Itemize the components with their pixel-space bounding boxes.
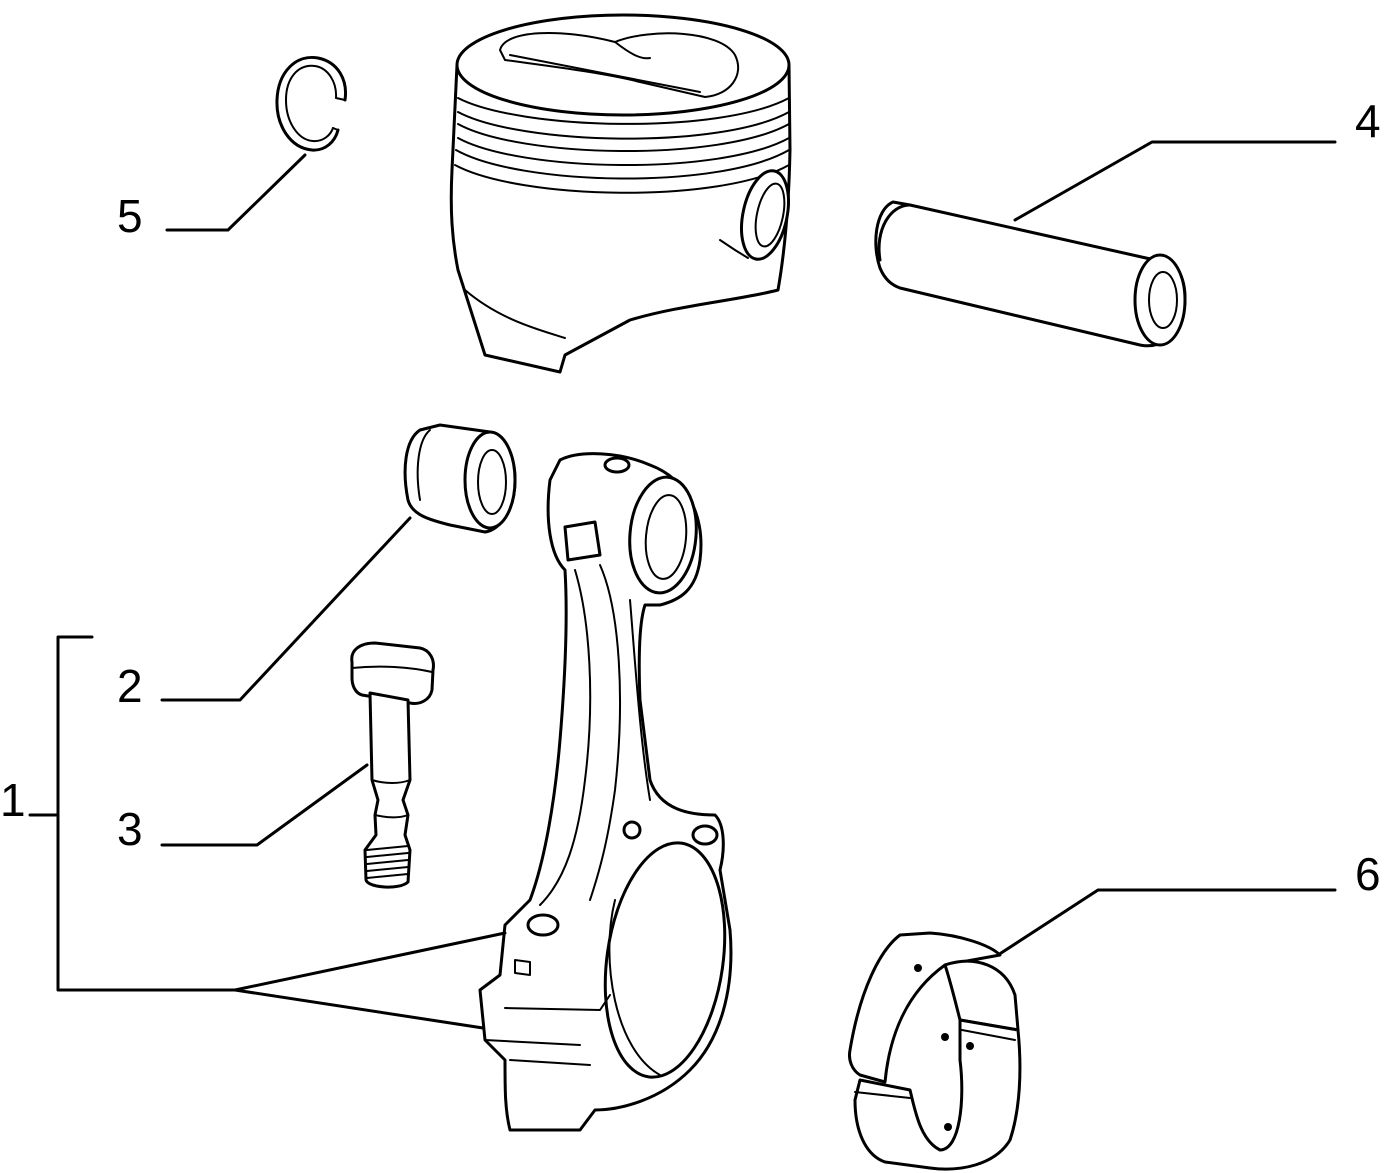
callout-6: 6 [1355, 848, 1381, 900]
callout-3: 3 [117, 803, 143, 855]
leader-4 [1013, 140, 1337, 222]
leader-6 [996, 888, 1337, 957]
leader-2 [160, 516, 412, 702]
piston-pin-icon [874, 200, 1187, 348]
circlip-icon [275, 55, 348, 152]
piston-icon [449, 13, 792, 374]
callout-2: 2 [117, 660, 143, 712]
callout-5: 5 [117, 190, 143, 242]
rod-bolt-icon [350, 641, 435, 889]
connecting-rod-icon [478, 452, 733, 1132]
small-end-bush-icon [403, 423, 517, 534]
leader-5 [165, 153, 307, 232]
callout-4: 4 [1355, 95, 1381, 147]
leader-3 [160, 763, 369, 847]
leader-1-upper [233, 931, 507, 992]
leader-lines [28, 140, 1337, 1030]
callout-1: 1 [0, 774, 26, 826]
leader-1-lower [233, 988, 485, 1030]
bearing-shells-icon [848, 931, 1022, 1171]
bracket-1 [56, 635, 237, 992]
